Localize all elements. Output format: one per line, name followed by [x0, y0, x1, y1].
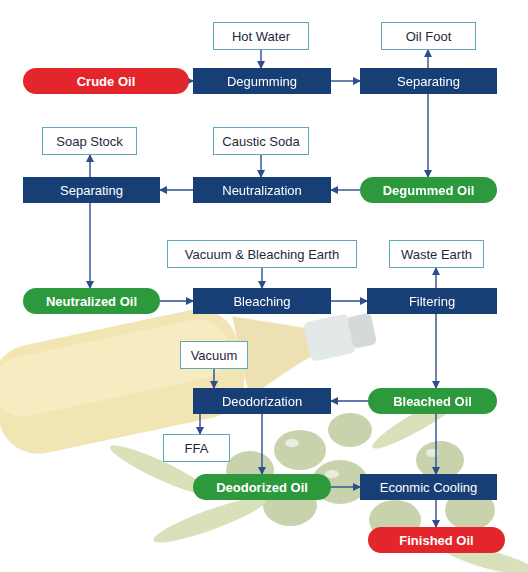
flow-arrow: [435, 414, 436, 474]
flow-arrow: [435, 500, 436, 527]
node-label: Caustic Soda: [222, 134, 299, 149]
flow-arrow: [435, 314, 436, 388]
flow-arrow: [427, 94, 428, 177]
input-output-box: Soap Stock: [42, 127, 137, 155]
flow-arrow: [261, 414, 262, 474]
process-box: Separating: [23, 177, 160, 203]
input-output-box: FFA: [163, 434, 230, 462]
flow-arrow: [89, 203, 90, 288]
node-label: Oil Foot: [406, 29, 452, 44]
input-output-box: Waste Earth: [389, 240, 484, 268]
process-box: Neutralization: [193, 177, 331, 203]
flow-arrow: [89, 155, 90, 177]
flow-arrow: [260, 155, 261, 177]
input-output-box: Hot Water: [213, 22, 309, 50]
terminal-oil-pill: Finished Oil: [368, 527, 505, 553]
flow-arrow: [160, 189, 193, 190]
node-label: Filtering: [409, 294, 455, 309]
node-label: Neutralization: [222, 183, 302, 198]
node-label: Hot Water: [232, 29, 290, 44]
process-box: Filtering: [367, 288, 497, 314]
input-output-box: Oil Foot: [381, 22, 476, 50]
intermediate-oil-pill: Deodorized Oil: [193, 474, 331, 500]
flow-arrow: [331, 400, 368, 401]
input-output-box: Vacuum: [180, 341, 248, 369]
flow-arrow: [213, 369, 214, 388]
node-label: Soap Stock: [56, 134, 123, 149]
intermediate-oil-pill: Neutralized Oil: [23, 288, 160, 314]
node-label: Deodorized Oil: [216, 480, 308, 495]
node-label: Waste Earth: [401, 247, 472, 262]
node-label: Separating: [60, 183, 123, 198]
flow-arrow: [427, 50, 428, 68]
intermediate-oil-pill: Degummed Oil: [360, 177, 497, 203]
node-label: Bleaching: [233, 294, 290, 309]
node-label: Finished Oil: [399, 533, 473, 548]
flow-arrow: [260, 50, 261, 68]
process-box: Bleaching: [193, 288, 331, 314]
node-label: Econmic Cooling: [380, 480, 478, 495]
node-label: Separating: [397, 74, 460, 89]
node-label: Bleached Oil: [393, 394, 472, 409]
process-box: Econmic Cooling: [360, 474, 497, 500]
flow-arrow: [261, 268, 262, 288]
input-output-box: Vacuum & Bleaching Earth: [167, 240, 357, 268]
node-label: Neutralized Oil: [46, 294, 137, 309]
process-box: Degumming: [193, 68, 331, 94]
node-label: Crude Oil: [77, 74, 136, 89]
flow-arrow: [331, 189, 360, 190]
node-label: Deodorization: [222, 394, 302, 409]
intermediate-oil-pill: Bleached Oil: [368, 388, 497, 414]
process-box: Separating: [360, 68, 497, 94]
input-output-box: Caustic Soda: [213, 127, 309, 155]
node-label: Degummed Oil: [383, 183, 475, 198]
flow-arrow: [331, 300, 367, 301]
flow-arrow: [160, 300, 193, 301]
node-label: Vacuum & Bleaching Earth: [185, 247, 339, 262]
flow-arrow: [199, 414, 200, 434]
flow-arrow: [331, 80, 360, 81]
node-label: Vacuum: [191, 348, 238, 363]
flow-arrow: [435, 268, 436, 288]
process-box: Deodorization: [193, 388, 331, 414]
node-label: FFA: [185, 441, 209, 456]
node-label: Degumming: [227, 74, 297, 89]
terminal-oil-pill: Crude Oil: [23, 68, 189, 94]
flow-arrow: [331, 486, 360, 487]
